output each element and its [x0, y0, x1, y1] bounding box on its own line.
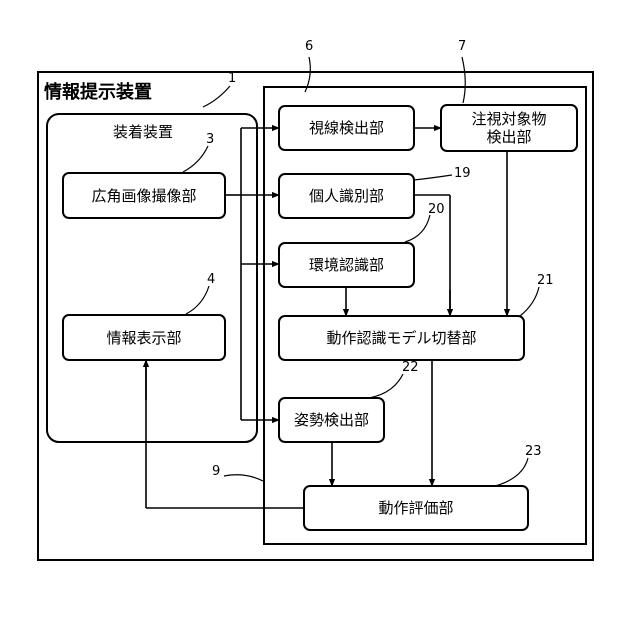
- ref-info-display: 4: [207, 273, 215, 286]
- outer-title: 情報提示装置: [44, 84, 152, 102]
- ref-posture: 22: [402, 361, 419, 374]
- info-display-text: 情報表示部: [106, 329, 181, 347]
- ref-env-recog: 20: [428, 203, 445, 216]
- ref-person-id: 19: [454, 167, 471, 180]
- wearable-title: 装着装置: [113, 125, 173, 140]
- ref-gaze-detect: 6: [305, 40, 313, 53]
- ref-motion-eval: 23: [525, 445, 542, 458]
- info-display-label: 情報表示部: [63, 315, 225, 360]
- gaze-target-label: 注視対象物 検出部: [441, 105, 577, 151]
- gaze-target-text-line2: 検出部: [486, 128, 531, 146]
- gaze-target-text-line1: 注視対象物: [471, 110, 546, 128]
- env-recog-label: 環境認識部: [279, 243, 414, 287]
- ref-wide-camera: 3: [206, 133, 214, 146]
- motion-eval-label: 動作評価部: [304, 486, 528, 530]
- model-switch-text: 動作認識モデル切替部: [326, 329, 476, 347]
- gaze-detect-text: 視線検出部: [309, 119, 384, 137]
- motion-eval-text: 動作評価部: [378, 499, 453, 517]
- posture-label: 姿勢検出部: [279, 398, 384, 442]
- ref-outer: 1: [228, 72, 236, 85]
- model-switch-label: 動作認識モデル切替部: [279, 316, 524, 360]
- gaze-detect-label: 視線検出部: [279, 106, 414, 150]
- person-id-label: 個人識別部: [279, 174, 414, 218]
- wide-camera-text: 広角画像撮像部: [91, 187, 196, 205]
- ref-model-switch: 21: [537, 274, 554, 287]
- env-recog-text: 環境認識部: [309, 256, 384, 274]
- posture-text: 姿勢検出部: [294, 411, 369, 429]
- ref-processing: 9: [212, 465, 220, 478]
- ref-gaze-target: 7: [458, 40, 466, 53]
- wide-camera-label: 広角画像撮像部: [63, 173, 225, 218]
- person-id-text: 個人識別部: [309, 187, 384, 205]
